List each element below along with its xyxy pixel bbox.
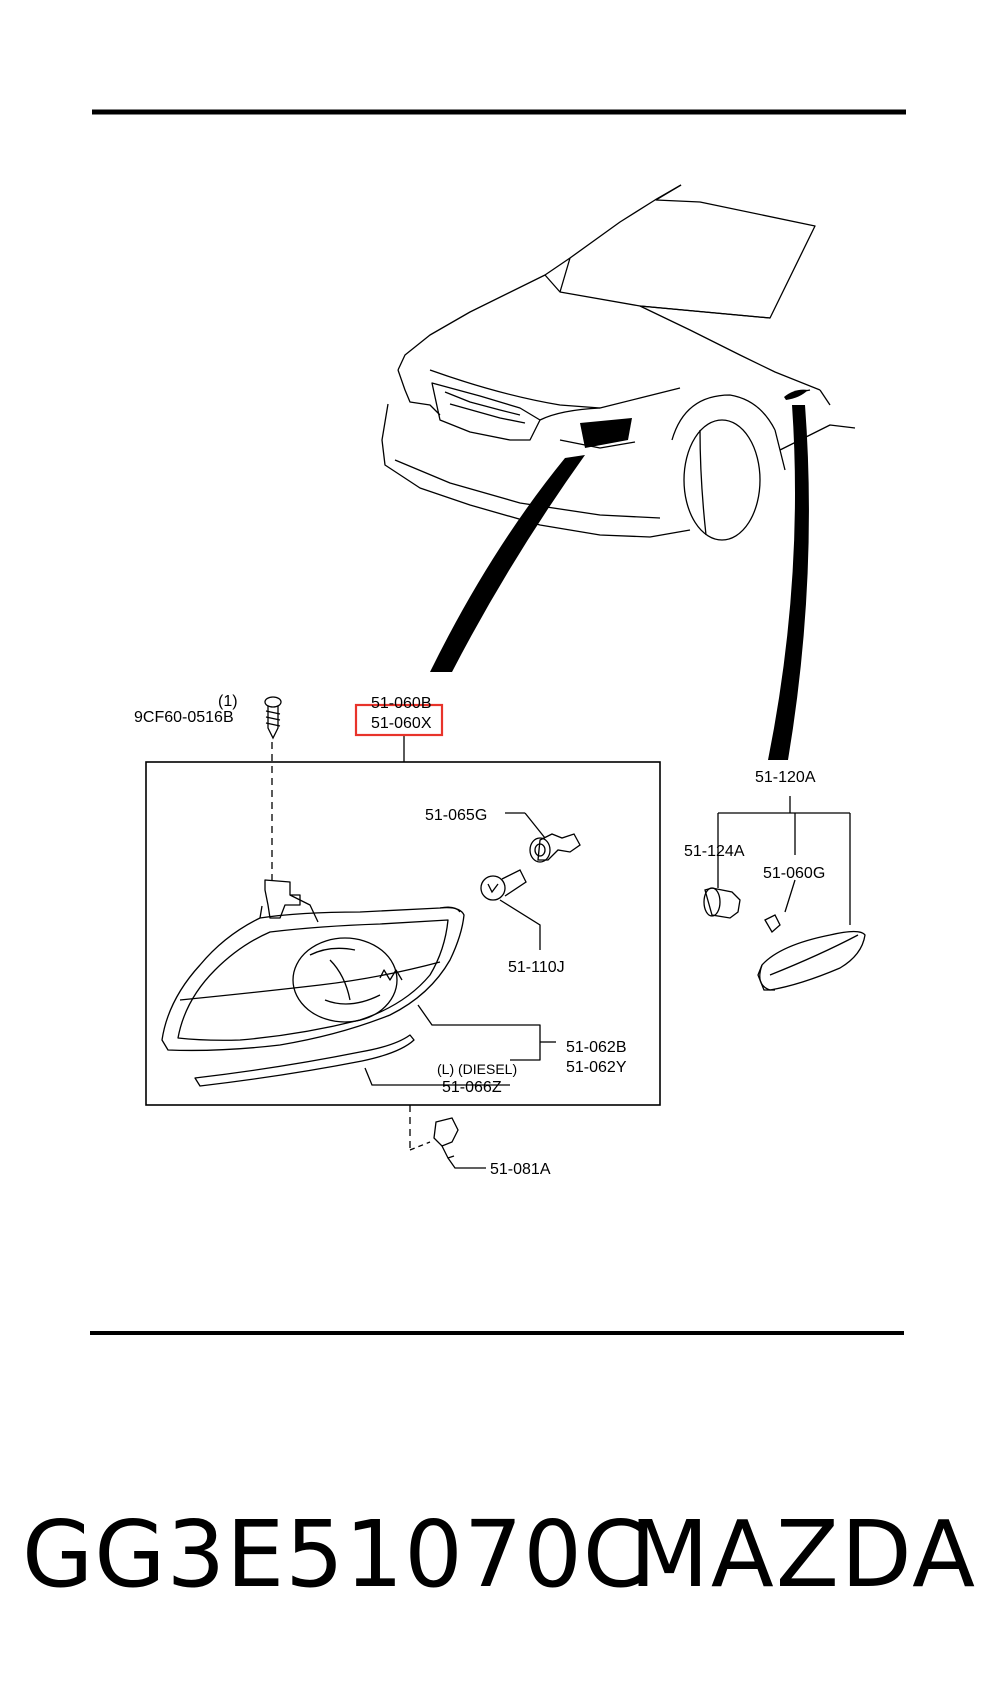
headlight-pointer-swoosh <box>430 455 585 672</box>
side-marker-position-mark <box>784 389 808 400</box>
headlamp-unit-icon <box>161 879 556 1087</box>
callout-labels: (1) 9CF60-0516B 51-060B 51-060X 51-065G … <box>134 693 825 1178</box>
gasket-left-label: 51-062Y <box>566 1059 627 1076</box>
screw-qty-label: (1) <box>218 693 238 710</box>
headlamp-assembly-frame <box>145 761 661 1106</box>
headlight-position-mark <box>580 418 632 448</box>
diesel-note-label: (L) (DIESEL) <box>437 1061 517 1077</box>
screw-part-label: 9CF60-0516B <box>134 709 234 726</box>
lamp-assy-left-label: 51-060X <box>371 715 432 732</box>
screw-icon <box>264 696 282 880</box>
bulb-icon <box>480 869 541 950</box>
gasket-right-label: 51-062B <box>566 1039 627 1056</box>
socket-icon <box>505 812 581 863</box>
clip-part-label: 51-081A <box>490 1161 551 1178</box>
part-number: GG3E51070C <box>22 1501 649 1608</box>
car-illustration <box>381 184 856 541</box>
side-lamp-assy-label: 51-120A <box>755 769 816 786</box>
footer: GG3E51070C MAZDA <box>0 1495 991 1635</box>
side-marker-pointer-swoosh <box>768 405 809 760</box>
selected-part-highlight <box>354 703 444 737</box>
lamp-assy-right-label: 51-060B <box>371 695 432 712</box>
socket-part-label: 51-065G <box>425 807 487 824</box>
side-marker-assembly-icon <box>703 796 866 991</box>
trim-part-label: 51-066Z <box>442 1079 502 1096</box>
brand-name: MAZDA <box>629 1501 977 1608</box>
clip-icon <box>409 1105 486 1169</box>
side-socket-label: 51-124A <box>684 843 745 860</box>
side-bulb-label: 51-060G <box>763 865 825 882</box>
bulb-part-label: 51-110J <box>508 959 565 976</box>
